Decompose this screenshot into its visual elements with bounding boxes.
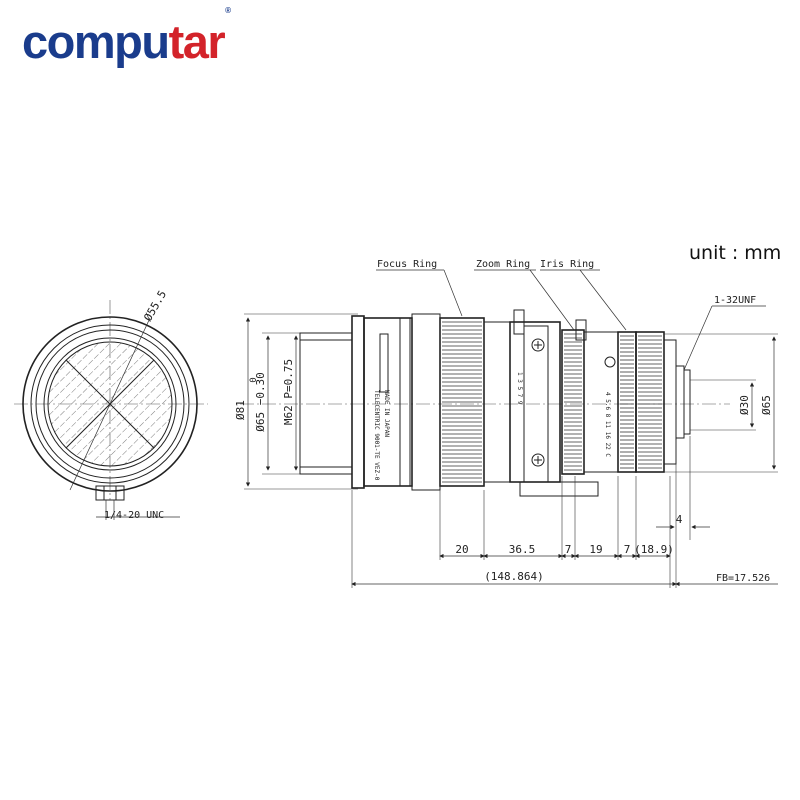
dim-m62-thread: M62 P=0.75 bbox=[282, 359, 295, 425]
dim-d65-rear: Ø65 bbox=[760, 395, 773, 415]
dim-tol-upper: 0 bbox=[249, 377, 259, 382]
dim-total-148-864: (148.864) bbox=[484, 570, 544, 583]
dim-18-9: (18.9) bbox=[634, 543, 674, 556]
computar-logo: computar® bbox=[22, 6, 231, 68]
dim-flange-back: FB=17.526 bbox=[716, 573, 770, 584]
iris-scale-engraving: 4 5.6 8 11 16 22 C bbox=[604, 392, 611, 457]
model-engraving: TELECENTRIC 9001-TE VEZ-0 bbox=[373, 390, 380, 481]
front-view bbox=[14, 300, 208, 520]
origin-engraving: MADE IN JAPAN bbox=[383, 390, 390, 437]
focus-ring-label: Focus Ring bbox=[377, 259, 437, 270]
tripod-thread-label: 1/4-20 UNC bbox=[104, 510, 164, 521]
front-diameter-label: Ø55.5 bbox=[141, 288, 169, 323]
dim-d30: Ø30 bbox=[738, 395, 751, 415]
vertical-dimension-lines bbox=[245, 317, 777, 487]
side-view bbox=[240, 269, 778, 588]
dim-19: 19 bbox=[589, 543, 602, 556]
zoom-scale-engraving: 1 3 5 7 9 bbox=[516, 372, 523, 405]
zoom-ring-label: Zoom Ring bbox=[476, 259, 530, 270]
mount-thread-label: 1-32UNF bbox=[714, 295, 756, 306]
dim-d81: Ø81 bbox=[234, 400, 247, 420]
dim-7-b: 7 bbox=[624, 543, 631, 556]
dim-20: 20 bbox=[455, 543, 468, 556]
iris-ring-label: Iris Ring bbox=[540, 259, 594, 270]
dim-step-4: 4 bbox=[676, 513, 683, 526]
dim-36-5: 36.5 bbox=[509, 543, 536, 556]
unit-label: unit : mm bbox=[689, 242, 782, 264]
dim-d65-tol: Ø65 −0.30 bbox=[254, 372, 267, 432]
dim-7-a: 7 bbox=[565, 543, 572, 556]
horizontal-dimension-lines bbox=[351, 553, 778, 587]
